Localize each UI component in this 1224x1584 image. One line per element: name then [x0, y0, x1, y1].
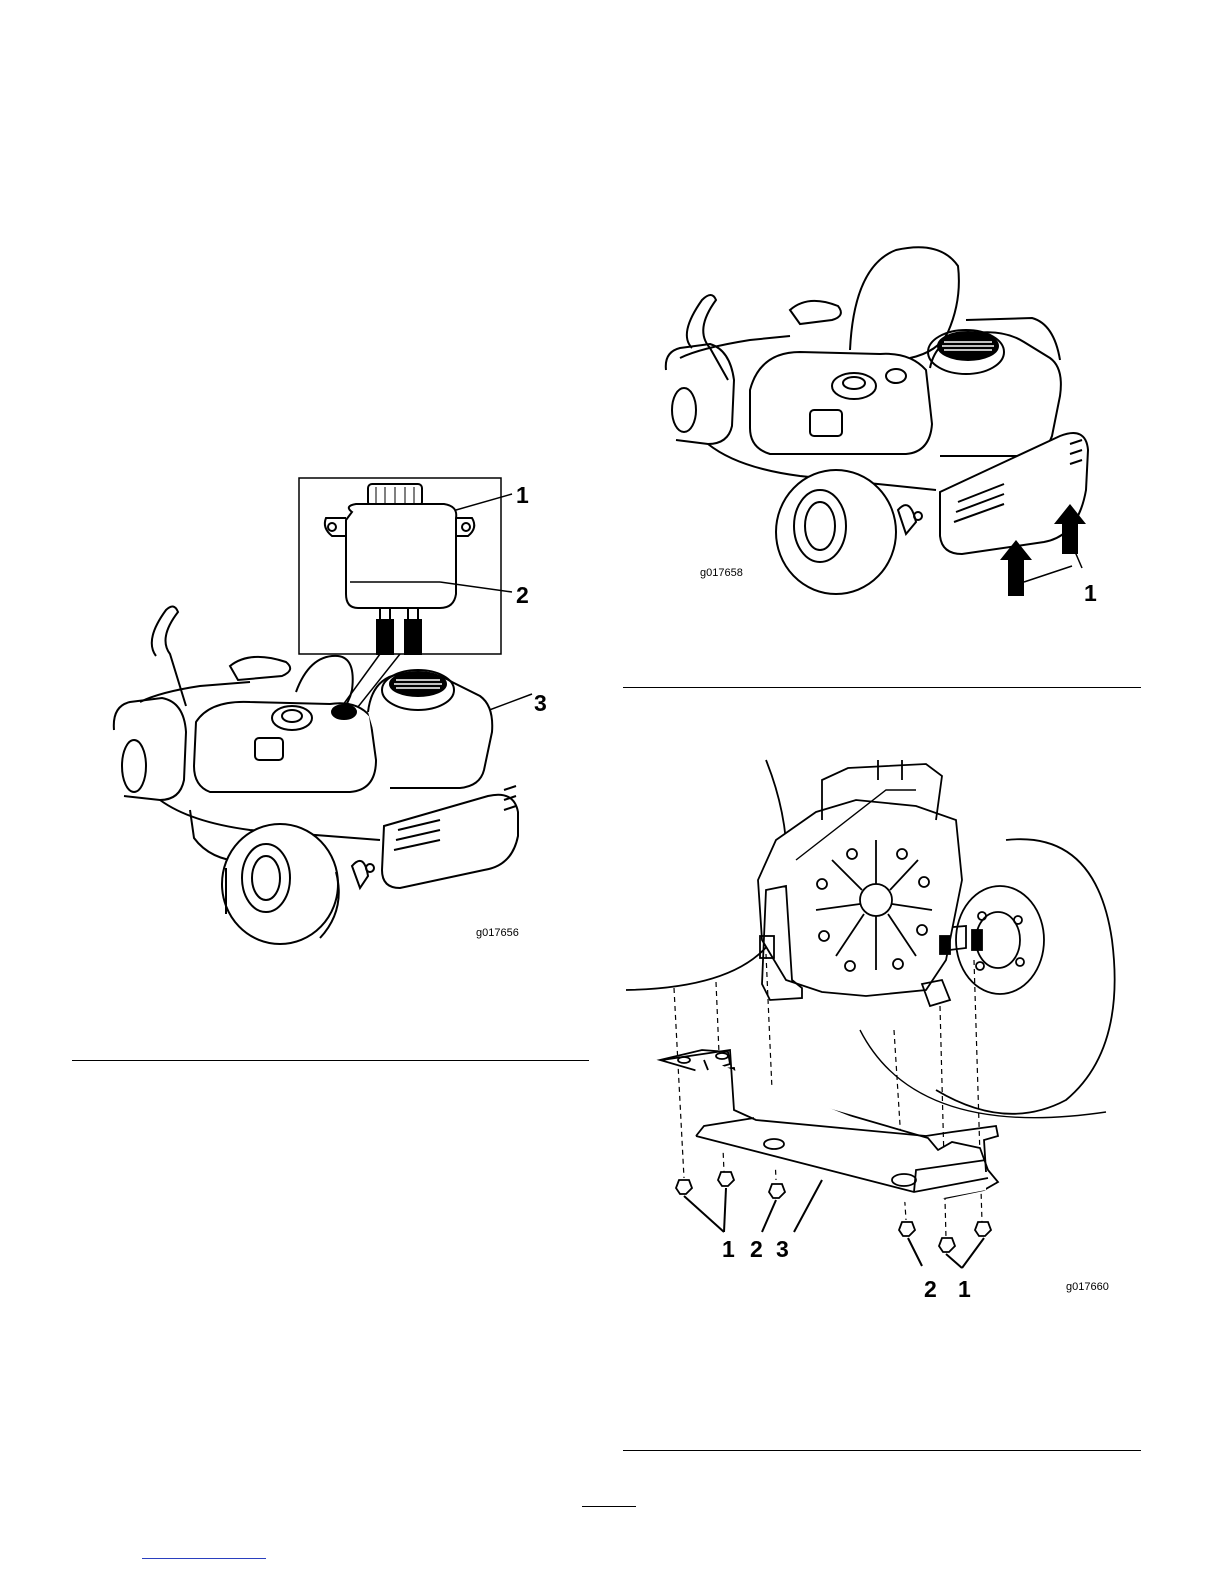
figure-left: 1 2 3 g017656 [100, 470, 560, 950]
footer-link-underline[interactable] [142, 1558, 266, 1559]
figure-top-right: 1 g017658 [640, 240, 1140, 620]
figure-code: g017656 [476, 928, 519, 939]
divider-rule [623, 687, 1141, 688]
callout-label: 1 [1084, 582, 1097, 605]
callout-label: 2 [750, 1238, 763, 1261]
divider-rule [623, 1450, 1141, 1451]
mower-lift-arrows-illustration [640, 240, 1140, 620]
page-number-rule [582, 1506, 636, 1507]
callout-label: 2 [516, 584, 529, 607]
callout-label: 3 [776, 1238, 789, 1261]
shield-bolts-exploded-illustration [626, 760, 1146, 1320]
callout-label: 2 [924, 1278, 937, 1301]
divider-rule [72, 1060, 589, 1061]
figure-code: g017660 [1066, 1282, 1109, 1293]
callout-label: 1 [958, 1278, 971, 1301]
callout-label: 3 [534, 692, 547, 715]
reservoir-mower-illustration [100, 470, 560, 950]
figure-bottom-right: 1 2 3 2 1 g017660 [626, 760, 1146, 1320]
callout-label: 1 [722, 1238, 735, 1261]
figure-code: g017658 [700, 568, 743, 579]
callout-label: 1 [516, 484, 529, 507]
